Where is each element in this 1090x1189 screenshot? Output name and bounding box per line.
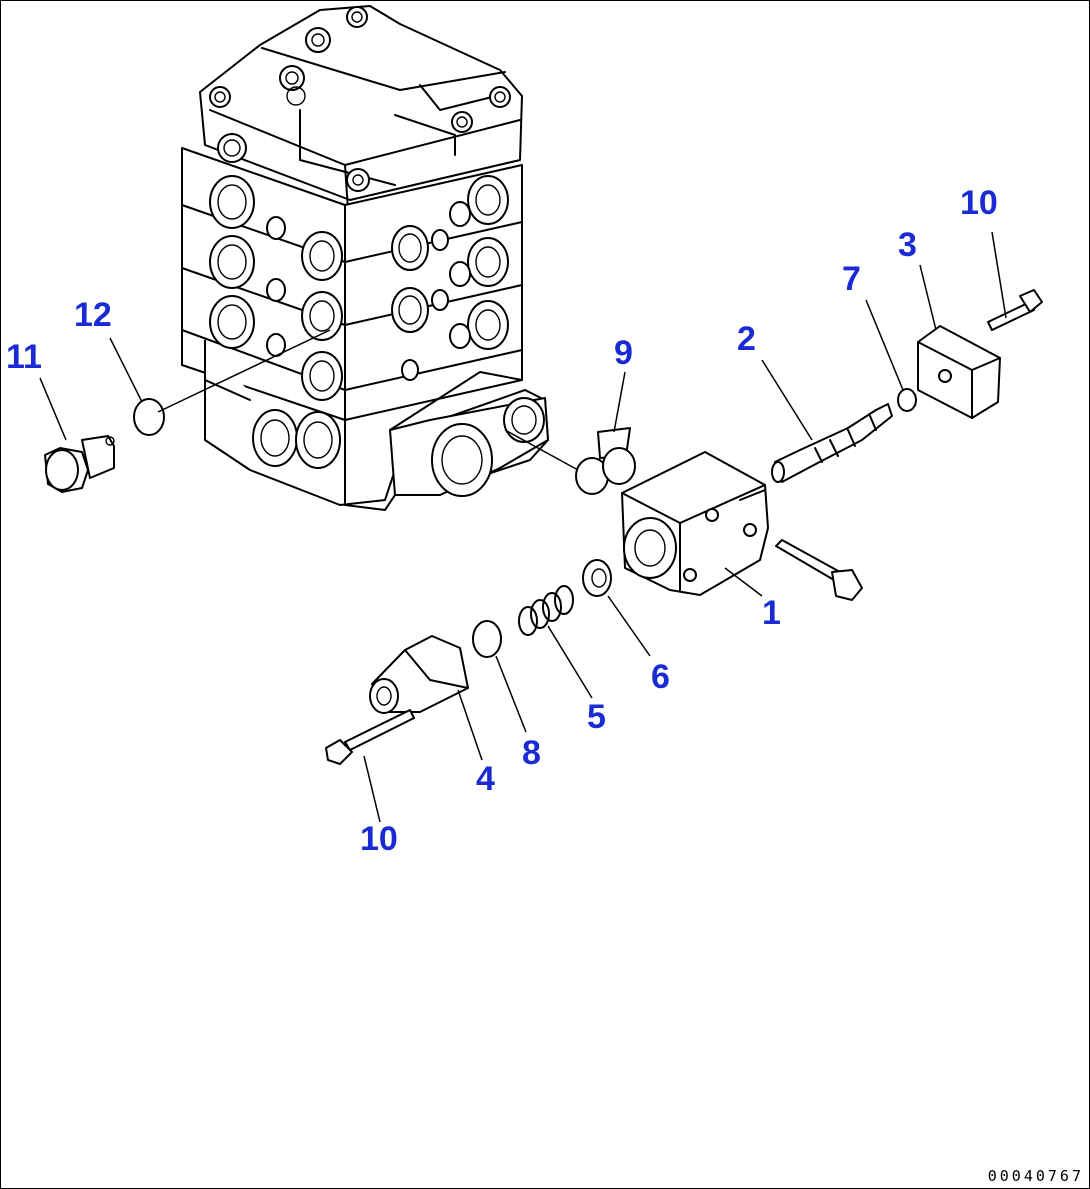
callout-12: 12 bbox=[74, 296, 112, 334]
callout-3: 3 bbox=[898, 226, 917, 264]
mounting-bolt bbox=[775, 539, 863, 601]
callout-1: 1 bbox=[762, 594, 781, 632]
part-4-cap bbox=[369, 635, 469, 714]
callout-5: 5 bbox=[587, 698, 606, 736]
part-6-spring-seat bbox=[582, 559, 612, 597]
part-10-bolt-bottom bbox=[325, 709, 415, 765]
part-12-o-ring bbox=[133, 398, 165, 436]
control-valve-block bbox=[181, 5, 549, 511]
part-3-cover bbox=[917, 325, 1001, 419]
callout-10-bottom: 10 bbox=[360, 820, 398, 858]
part-7-o-ring bbox=[897, 388, 917, 412]
part-2-spool bbox=[771, 403, 893, 483]
part-10-bolt-top bbox=[987, 289, 1043, 331]
part-11-plug bbox=[44, 435, 115, 493]
part-1-valve-body bbox=[621, 451, 769, 596]
part-8-o-ring bbox=[472, 620, 502, 658]
callout-11: 11 bbox=[6, 338, 42, 376]
part-5-spring bbox=[518, 585, 574, 636]
drawing-number: 00040767 bbox=[987, 1167, 1084, 1185]
callout-10-top: 10 bbox=[960, 184, 998, 222]
callout-9: 9 bbox=[614, 334, 633, 372]
callout-2: 2 bbox=[737, 320, 756, 358]
callout-6: 6 bbox=[651, 658, 670, 696]
part-9-seal bbox=[575, 427, 636, 495]
callout-4: 4 bbox=[476, 760, 495, 798]
callout-8: 8 bbox=[522, 734, 541, 772]
callout-7: 7 bbox=[842, 260, 861, 298]
leader-lines bbox=[39, 231, 1007, 823]
